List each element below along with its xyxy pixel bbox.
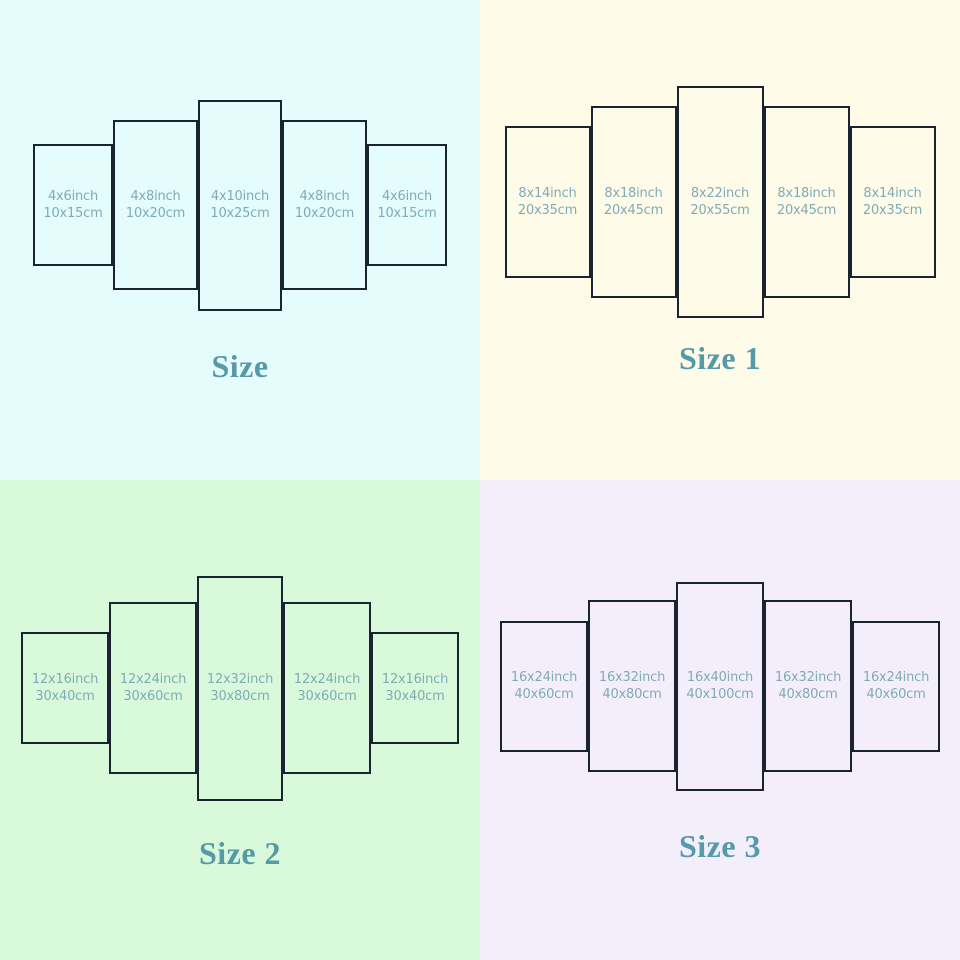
panel-size-label: 16x32inch 40x80cm [775, 669, 841, 703]
panel-size-label: 8x22inch 20x55cm [690, 185, 749, 219]
panel-size-label: 12x16inch 30x40cm [32, 671, 98, 705]
panel-size-inch: 16x24inch [510, 670, 578, 685]
panel-size-cm: 20x45cm [776, 203, 837, 218]
panel-size-cm: 20x35cm [862, 203, 923, 218]
quadrant-size-3: 16x24inch 40x60cm 16x32inch 40x80cm 16x40inc… [480, 480, 960, 960]
panel-size-cm: 40x80cm [778, 687, 838, 702]
panel-size-inch: 16x32inch [598, 670, 666, 685]
panel-size-cm: 40x60cm [866, 687, 926, 702]
panel-size-label: 16x32inch 40x80cm [599, 669, 665, 703]
panel-3[interactable]: 16x40inch 40x100cm [676, 581, 764, 791]
panel-size-label: 16x24inch 40x60cm [511, 669, 577, 703]
panel-4[interactable]: 4x8inch 10x20cm [282, 120, 367, 290]
panel-size-inch: 12x16inch [31, 672, 99, 687]
panel-size-cm: 10x15cm [377, 206, 437, 221]
panel-2[interactable]: 8x18inch 20x45cm [590, 106, 677, 298]
quadrant-size: 4x6inch 10x15cm 4x8inch 10x20cm 4x10inch 10x2… [0, 0, 480, 480]
panel-size-inch: 4x8inch [299, 189, 350, 204]
panel-size-inch: 8x18inch [777, 186, 836, 201]
panel-group-size-1: 8x14inch 20x35cm 8x18inch 20x45cm 8x22inch 20… [480, 86, 960, 318]
panel-5[interactable]: 16x24inch 40x60cm [852, 620, 940, 752]
panel-size-cm: 40x60cm [514, 687, 574, 702]
panel-size-inch: 16x24inch [862, 670, 930, 685]
panel-size-cm: 10x15cm [43, 206, 103, 221]
panel-size-cm: 20x45cm [603, 203, 664, 218]
panel-size-inch: 8x18inch [604, 186, 663, 201]
panel-3[interactable]: 4x10inch 10x25cm [198, 99, 282, 311]
panel-size-cm: 30x40cm [385, 689, 445, 704]
panel-size-label: 16x24inch 40x60cm [863, 669, 929, 703]
panel-size-label: 12x24inch 30x60cm [120, 671, 186, 705]
panel-size-inch: 16x32inch [774, 670, 842, 685]
panel-5[interactable]: 8x14inch 20x35cm [849, 126, 936, 278]
panel-size-label: 4x10inch 10x25cm [210, 188, 269, 222]
panel-size-label: 4x8inch 10x20cm [295, 188, 354, 222]
panel-size-inch: 16x40inch [686, 670, 754, 685]
panel-size-label: 12x32inch 30x80cm [207, 671, 273, 705]
panel-size-cm: 40x80cm [602, 687, 662, 702]
panel-size-inch: 8x14inch [863, 186, 922, 201]
panel-group-size: 4x6inch 10x15cm 4x8inch 10x20cm 4x10inch 10x2… [0, 99, 480, 311]
panel-size-cm: 30x80cm [210, 689, 270, 704]
panel-size-label: 12x16inch 30x40cm [382, 671, 448, 705]
size-title-size-3: Size 3 [678, 828, 762, 864]
panel-size-inch: 8x14inch [518, 186, 577, 201]
panel-1[interactable]: 4x6inch 10x15cm [33, 144, 113, 266]
size-title-size-2: Size 2 [198, 835, 282, 871]
panel-size-inch: 12x24inch [293, 672, 361, 687]
panel-4[interactable]: 16x32inch 40x80cm [764, 600, 852, 772]
panel-size-cm: 10x25cm [210, 206, 270, 221]
panel-size-label: 16x40inch 40x100cm [686, 669, 753, 703]
panel-size-cm: 10x20cm [294, 206, 355, 221]
panel-1[interactable]: 16x24inch 40x60cm [500, 620, 588, 752]
panel-5[interactable]: 12x16inch 30x40cm [371, 632, 459, 744]
panel-3[interactable]: 8x22inch 20x55cm [676, 86, 764, 318]
panel-size-cm: 30x60cm [123, 689, 183, 704]
quadrant-size-2: 12x16inch 30x40cm 12x24inch 30x60cm 12x32inc… [0, 480, 480, 960]
panel-size-inch: 4x6inch [47, 189, 99, 204]
panel-group-size-2: 12x16inch 30x40cm 12x24inch 30x60cm 12x32inc… [0, 575, 480, 801]
panel-1[interactable]: 12x16inch 30x40cm [21, 632, 109, 744]
size-title-size-1: Size 1 [678, 340, 762, 376]
panel-size-inch: 4x6inch [381, 189, 433, 204]
panel-size-label: 4x6inch 10x15cm [377, 188, 436, 222]
panel-group-size-3: 16x24inch 40x60cm 16x32inch 40x80cm 16x40inc… [480, 581, 960, 791]
panel-size-cm: 10x20cm [125, 206, 186, 221]
panel-size-inch: 12x32inch [206, 672, 274, 687]
panel-size-inch: 4x8inch [130, 189, 181, 204]
panel-2[interactable]: 4x8inch 10x20cm [113, 120, 198, 290]
panel-2[interactable]: 12x24inch 30x60cm [109, 602, 197, 774]
panel-size-cm: 40x100cm [686, 687, 754, 702]
panel-size-cm: 20x55cm [690, 203, 750, 218]
panel-size-label: 4x6inch 10x15cm [43, 188, 102, 222]
panel-5[interactable]: 4x6inch 10x15cm [367, 144, 447, 266]
panel-size-inch: 12x24inch [119, 672, 187, 687]
panel-2[interactable]: 16x32inch 40x80cm [588, 600, 676, 772]
panel-size-cm: 30x40cm [35, 689, 95, 704]
panel-size-label: 12x24inch 30x60cm [294, 671, 360, 705]
panel-size-label: 8x14inch 20x35cm [863, 185, 922, 219]
panel-size-inch: 12x16inch [381, 672, 449, 687]
panel-4[interactable]: 12x24inch 30x60cm [283, 602, 371, 774]
panel-size-cm: 20x35cm [517, 203, 578, 218]
panel-size-label: 8x14inch 20x35cm [518, 185, 577, 219]
panel-4[interactable]: 8x18inch 20x45cm [763, 106, 850, 298]
panel-size-cm: 30x60cm [297, 689, 357, 704]
size-title-size: Size [211, 348, 269, 384]
quadrant-size-1: 8x14inch 20x35cm 8x18inch 20x45cm 8x22inch 20… [480, 0, 960, 480]
panel-size-label: 8x18inch 20x45cm [604, 185, 663, 219]
panel-3[interactable]: 12x32inch 30x80cm [197, 575, 283, 801]
panel-size-inch: 4x10inch [210, 189, 270, 204]
panel-size-inch: 8x22inch [690, 186, 750, 201]
panel-1[interactable]: 8x14inch 20x35cm [504, 126, 591, 278]
panel-size-label: 4x8inch 10x20cm [126, 188, 185, 222]
panel-size-label: 8x18inch 20x45cm [777, 185, 836, 219]
